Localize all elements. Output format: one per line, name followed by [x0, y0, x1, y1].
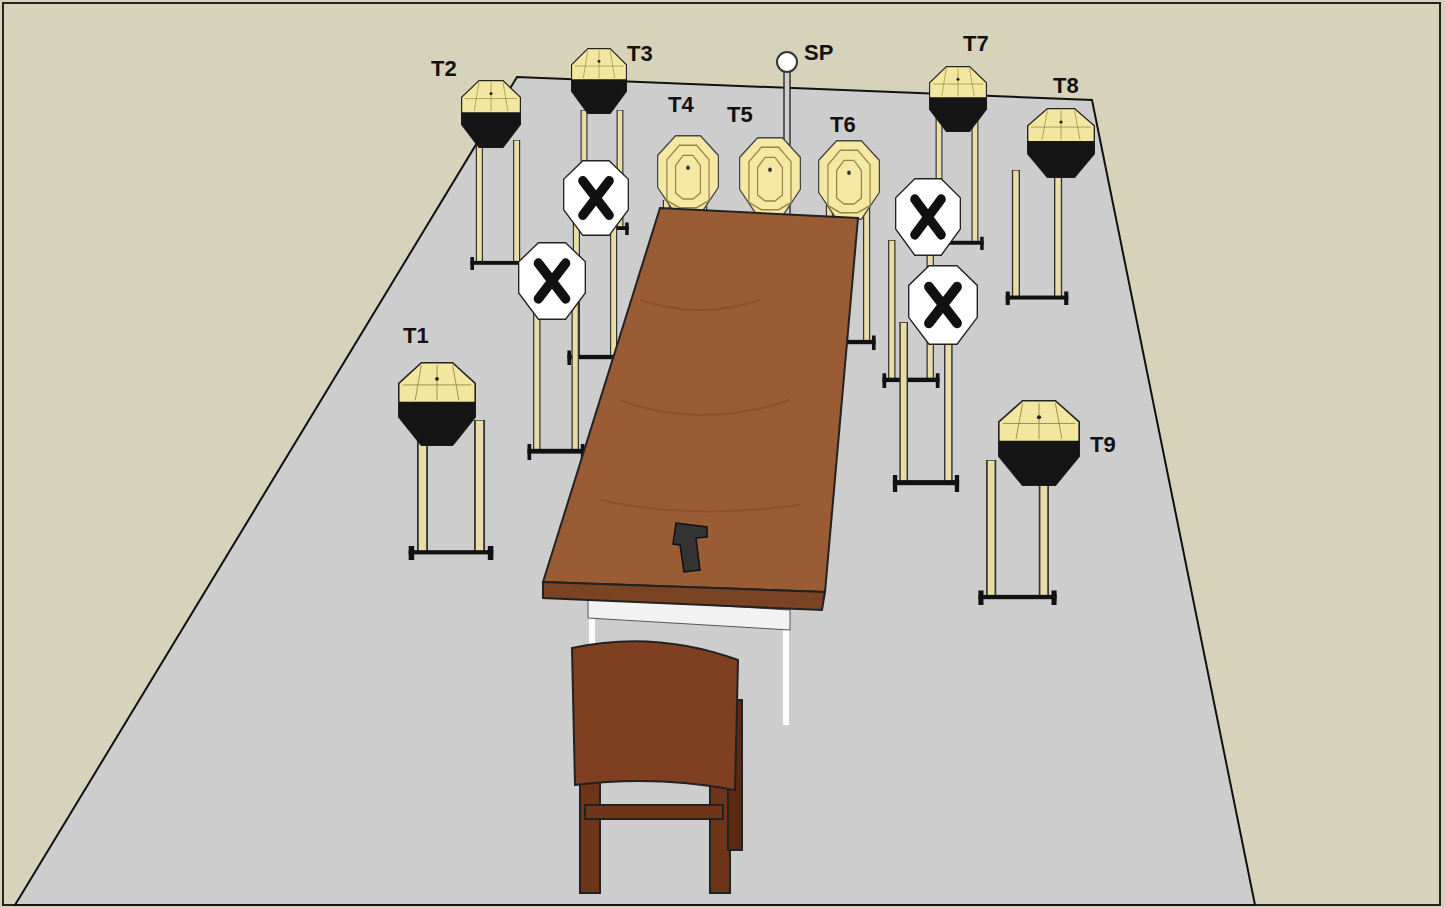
target-label: T6 [830, 114, 856, 136]
target-label: T4 [668, 94, 694, 116]
target-label: T1 [403, 325, 429, 347]
target-label: T9 [1090, 434, 1116, 456]
target-label: T2 [431, 58, 457, 80]
target-label: T7 [963, 33, 989, 55]
target-label: SP [804, 42, 833, 64]
target-label: T3 [627, 43, 653, 65]
target-label: T5 [727, 104, 753, 126]
target-label: T8 [1053, 75, 1079, 97]
